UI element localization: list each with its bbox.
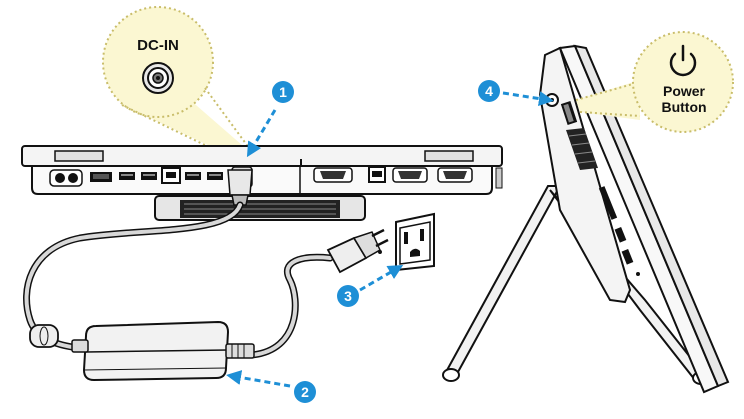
power-label-line1: Power <box>663 83 706 99</box>
arrow-step-3 <box>359 264 404 292</box>
ac-plug <box>326 228 389 274</box>
svg-text:4: 4 <box>485 83 493 99</box>
power-button-callout: Power Button <box>575 31 734 133</box>
step-badge-4: 4 <box>478 80 500 102</box>
lan-port <box>161 167 181 184</box>
dc-in-callout: DC-IN <box>102 6 253 163</box>
audio-jacks <box>49 169 83 187</box>
power-button-side <box>560 100 578 126</box>
hdmi-port <box>90 172 112 182</box>
arrow-step-2 <box>226 370 291 388</box>
power-adapter <box>71 320 255 382</box>
dc-plug <box>227 169 253 206</box>
arrow-step-4 <box>502 91 554 107</box>
power-icon <box>669 44 697 77</box>
step-arrows <box>226 91 554 388</box>
step-badge-2: 2 <box>294 381 316 403</box>
serial-ports <box>313 167 473 183</box>
step-badge-1: 1 <box>272 81 294 103</box>
device-side-view <box>442 44 730 394</box>
ferrite-bead <box>29 324 59 348</box>
svg-text:3: 3 <box>344 288 352 304</box>
wall-outlet <box>395 212 435 272</box>
power-label-line2: Button <box>661 99 706 115</box>
device-back-panel <box>21 145 503 221</box>
dc-jack-icon <box>142 62 174 94</box>
arrow-step-1 <box>246 109 277 158</box>
svg-text:2: 2 <box>301 384 309 400</box>
dc-in-label: DC-IN <box>137 37 179 54</box>
rj11-port <box>368 166 386 183</box>
svg-text:1: 1 <box>279 84 287 100</box>
step-badge-3: 3 <box>337 285 359 307</box>
